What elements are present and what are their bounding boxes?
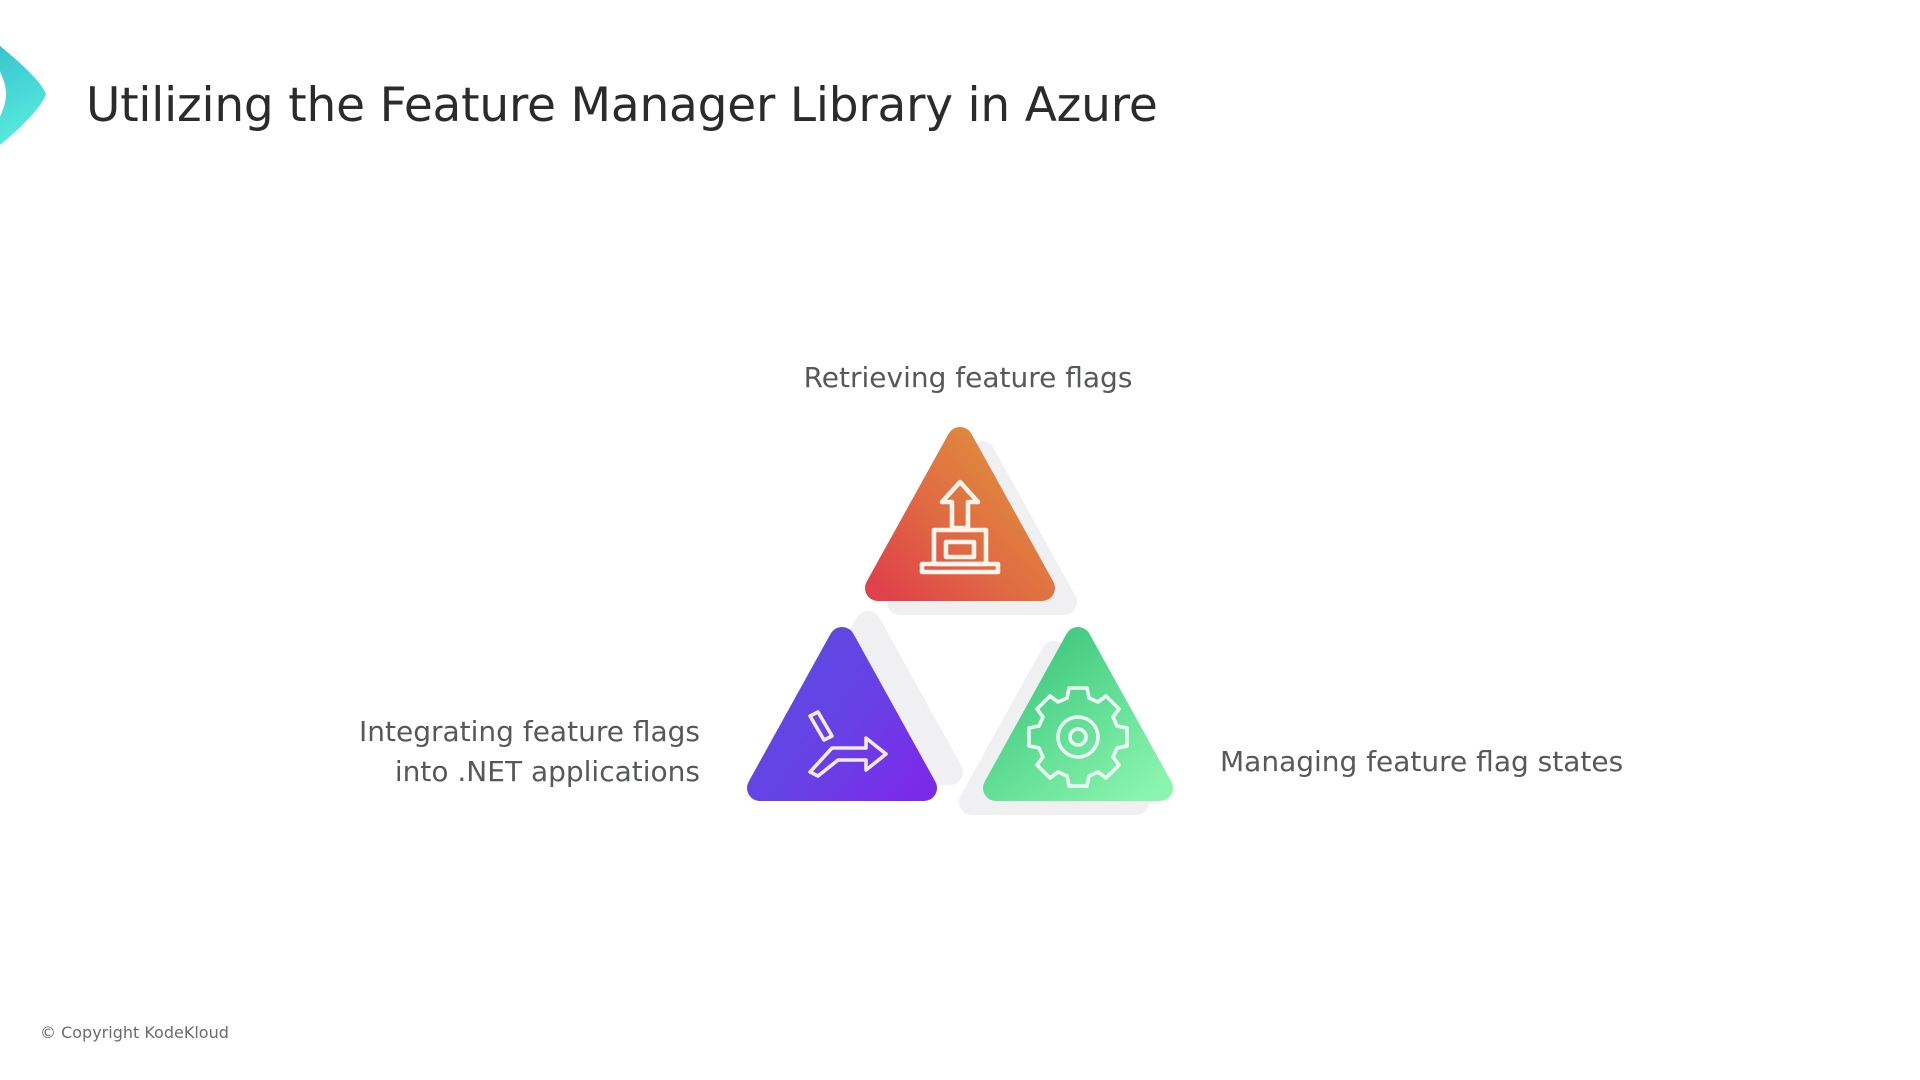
branch-merge-arrow-icon (808, 710, 888, 778)
page-title: Utilizing the Feature Manager Library in… (86, 78, 1158, 133)
chevron-right-mark-icon (0, 20, 70, 170)
copyright-notice: © Copyright KodeKloud (40, 1023, 229, 1042)
node-shape (983, 627, 1173, 801)
diagram-node-integrate[interactable] (742, 611, 963, 810)
node-shape (865, 427, 1055, 601)
diagram-label-manage: Managing feature flag states (1220, 745, 1624, 778)
diagram-label-integrate: Integrating feature flags into .NET appl… (359, 715, 700, 788)
diagram-node-retrieve[interactable] (860, 427, 1077, 615)
diagram-label-retrieve: Retrieving feature flags (803, 361, 1133, 394)
diagram-node-manage[interactable] (959, 627, 1178, 815)
upload-box-icon (919, 479, 1001, 575)
gear-icon (1027, 686, 1129, 788)
